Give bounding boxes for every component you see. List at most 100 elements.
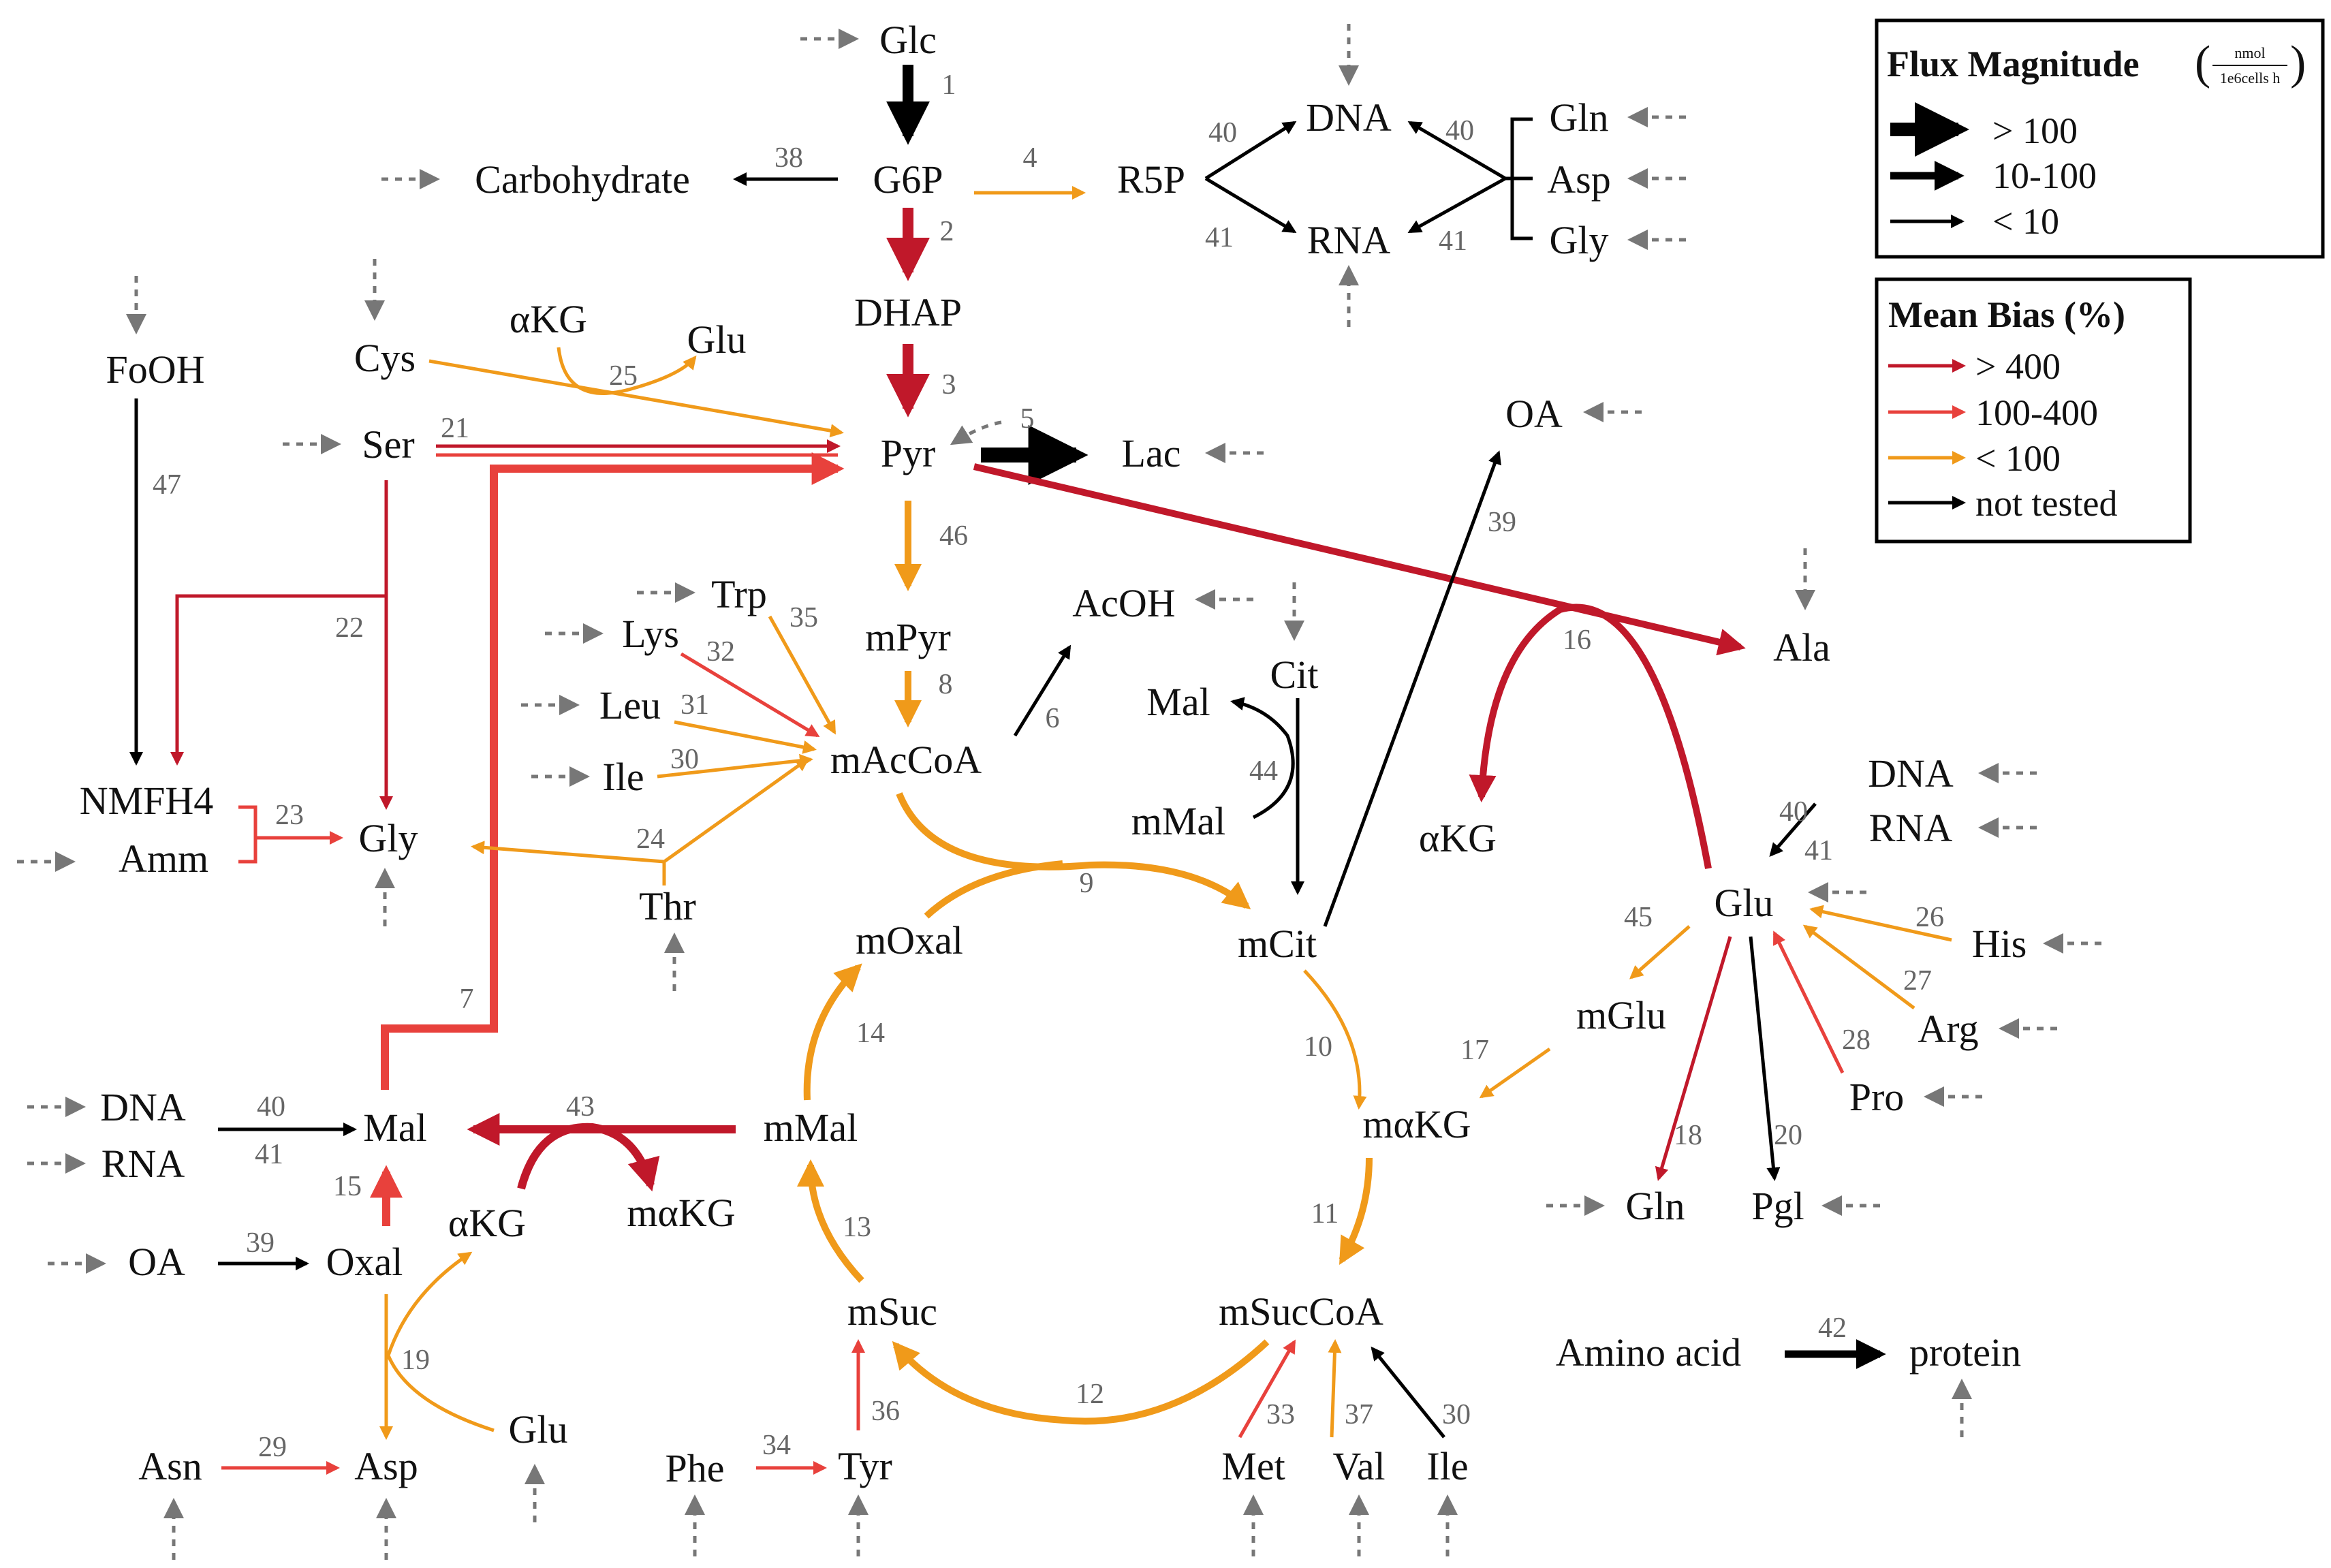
bias-legend-label-black: not tested: [1975, 483, 2117, 524]
metabolite-macoa: mAcCoA: [830, 738, 982, 782]
reaction-number: 30: [670, 744, 699, 775]
reaction-number: 19: [401, 1345, 430, 1376]
metabolite-glc: Glc: [879, 18, 937, 62]
edge-44-mmal-mal: [1230, 697, 1295, 819]
reaction-number: 31: [680, 689, 709, 721]
edge-27-arg-glu: [1802, 924, 1915, 1009]
reaction-number: 11: [1311, 1198, 1339, 1229]
reaction-number: 40: [1208, 117, 1237, 148]
edge-bracket-gln-asp-gly: [1505, 117, 1533, 240]
edge-20-glu-pgl: [1749, 936, 1781, 1181]
reaction-number: 32: [706, 636, 735, 668]
metabolite-his: His: [1972, 922, 2027, 966]
metabolite-cit: Cit: [1270, 653, 1319, 697]
reaction-number: 6: [1046, 703, 1060, 734]
edge-30-ile-macoa: [657, 753, 813, 779]
metabolite-lac: Lac: [1122, 431, 1181, 475]
metabolite-oa-top: OA: [1505, 392, 1563, 436]
metabolite-acoh: AcOH: [1072, 581, 1175, 625]
bias-legend-label-dark-red: > 400: [1975, 346, 2061, 387]
edge-12-msuccoa-msuc: [892, 1339, 1270, 1425]
reaction-number: 8: [939, 669, 953, 700]
metabolite-ser: Ser: [362, 422, 414, 467]
bias-legend-title: Mean Bias (%): [1888, 294, 2125, 335]
reaction-number: 44: [1249, 755, 1278, 787]
reaction-edges: [129, 65, 1952, 1475]
edge-23-bracket: [238, 805, 341, 864]
reaction-number: 14: [856, 1018, 885, 1049]
metabolite-ile-left: Ile: [602, 755, 644, 799]
edge-25-akg-glu: [557, 347, 697, 395]
edge-45-glu-mglu: [1629, 925, 1691, 979]
metabolite-dhap: DHAP: [854, 290, 962, 334]
metabolite-mal-right: Mal: [1146, 680, 1210, 724]
reaction-number: 24: [636, 824, 665, 855]
reaction-number: 29: [258, 1432, 287, 1463]
metabolite-g6p: G6P: [873, 157, 943, 202]
reaction-number: 40: [1779, 796, 1808, 828]
metabolite-protein: protein: [1909, 1330, 2021, 1375]
metabolite-leu: Leu: [599, 683, 661, 727]
reaction-number: 15: [333, 1171, 362, 1202]
metabolite-glu-bottom: Glu: [509, 1407, 568, 1452]
metabolite-gln-top: Gln: [1550, 95, 1609, 140]
metabolite-lys: Lys: [622, 612, 679, 656]
edge-24-thr-macoa: [663, 757, 810, 864]
reaction-number: 21: [441, 413, 469, 444]
edge-9-macoa-mcit: [896, 792, 1251, 910]
metabolite-asn: Asn: [138, 1444, 202, 1488]
flux-legend-unit-numerator: nmol: [2234, 44, 2265, 61]
metabolite-dna-right: DNA: [1868, 751, 1954, 796]
flux-magnitude-legend: Flux Magnitude ( nmol 1e6cells h ) > 100…: [1875, 18, 2325, 259]
edge-7-mal-pyr: [381, 452, 845, 1090]
metabolite-pgl: Pgl: [1751, 1184, 1804, 1228]
reaction-number: 30: [1442, 1399, 1471, 1430]
reaction-number: 12: [1076, 1379, 1104, 1410]
metabolite-ala: Ala: [1773, 625, 1830, 670]
metabolite-mglu: mGlu: [1576, 993, 1666, 1037]
metabolite-arg: Arg: [1918, 1007, 1978, 1051]
reaction-number: 33: [1266, 1399, 1295, 1430]
reaction-number: 25: [609, 360, 638, 392]
bias-legend-box: [1875, 277, 2192, 544]
edge-32-lys-macoa: [680, 652, 820, 738]
edge-40-41-dnarna-glu: [1769, 802, 1817, 858]
reaction-number: 39: [1488, 507, 1516, 538]
metabolite-phe: Phe: [666, 1446, 725, 1490]
metabolite-akg-top: αKG: [510, 297, 587, 341]
metabolite-fooh: FoOH: [106, 347, 204, 392]
metabolite-makg: mαKG: [1362, 1102, 1471, 1146]
metabolite-thr: Thr: [639, 884, 696, 928]
exchange-arrows: [17, 24, 2101, 1560]
metabolite-mmal-right: mMal: [1131, 799, 1226, 843]
metabolite-amino-acid: Amino acid: [1556, 1330, 1741, 1375]
metabolite-msuccoa: mSucCoA: [1219, 1289, 1383, 1334]
reaction-number: 9: [1080, 868, 1094, 899]
metabolite-amm: Amm: [119, 836, 208, 881]
metabolite-ile-bottom: Ile: [1426, 1444, 1468, 1488]
edge-31-leu-macoa: [674, 720, 817, 754]
edge-30-ile-msuccoa: [1371, 1346, 1445, 1439]
metabolite-mmal-center: mMal: [764, 1106, 858, 1150]
reaction-number: 10: [1304, 1031, 1332, 1063]
reaction-number: 28: [1842, 1024, 1871, 1056]
metabolite-dna-left: DNA: [100, 1085, 186, 1129]
metabolite-r5p: R5P: [1117, 157, 1185, 202]
reaction-number: 22: [335, 612, 364, 644]
edge-41-aa-rna: [1407, 176, 1507, 234]
reaction-number: 41: [1804, 835, 1833, 866]
reaction-number: 20: [1774, 1120, 1802, 1151]
metabolite-gly-top: Gly: [1550, 218, 1609, 262]
reaction-number: 17: [1460, 1035, 1489, 1066]
reaction-number: 4: [1023, 142, 1037, 174]
mean-bias-legend: Mean Bias (%) > 400 100-400 < 100 not te…: [1875, 277, 2192, 544]
edge-11-makg-msuccoa: [1339, 1157, 1373, 1265]
reaction-number: 41: [255, 1139, 283, 1170]
metabolite-met: Met: [1221, 1444, 1285, 1488]
metabolite-carbohydrate: Carbohydrate: [475, 157, 690, 202]
reaction-number: 18: [1674, 1120, 1702, 1151]
metabolite-nmfh4: NMFH4: [80, 779, 214, 823]
reaction-number: 7: [460, 984, 474, 1015]
reaction-number: 42: [1818, 1313, 1847, 1344]
